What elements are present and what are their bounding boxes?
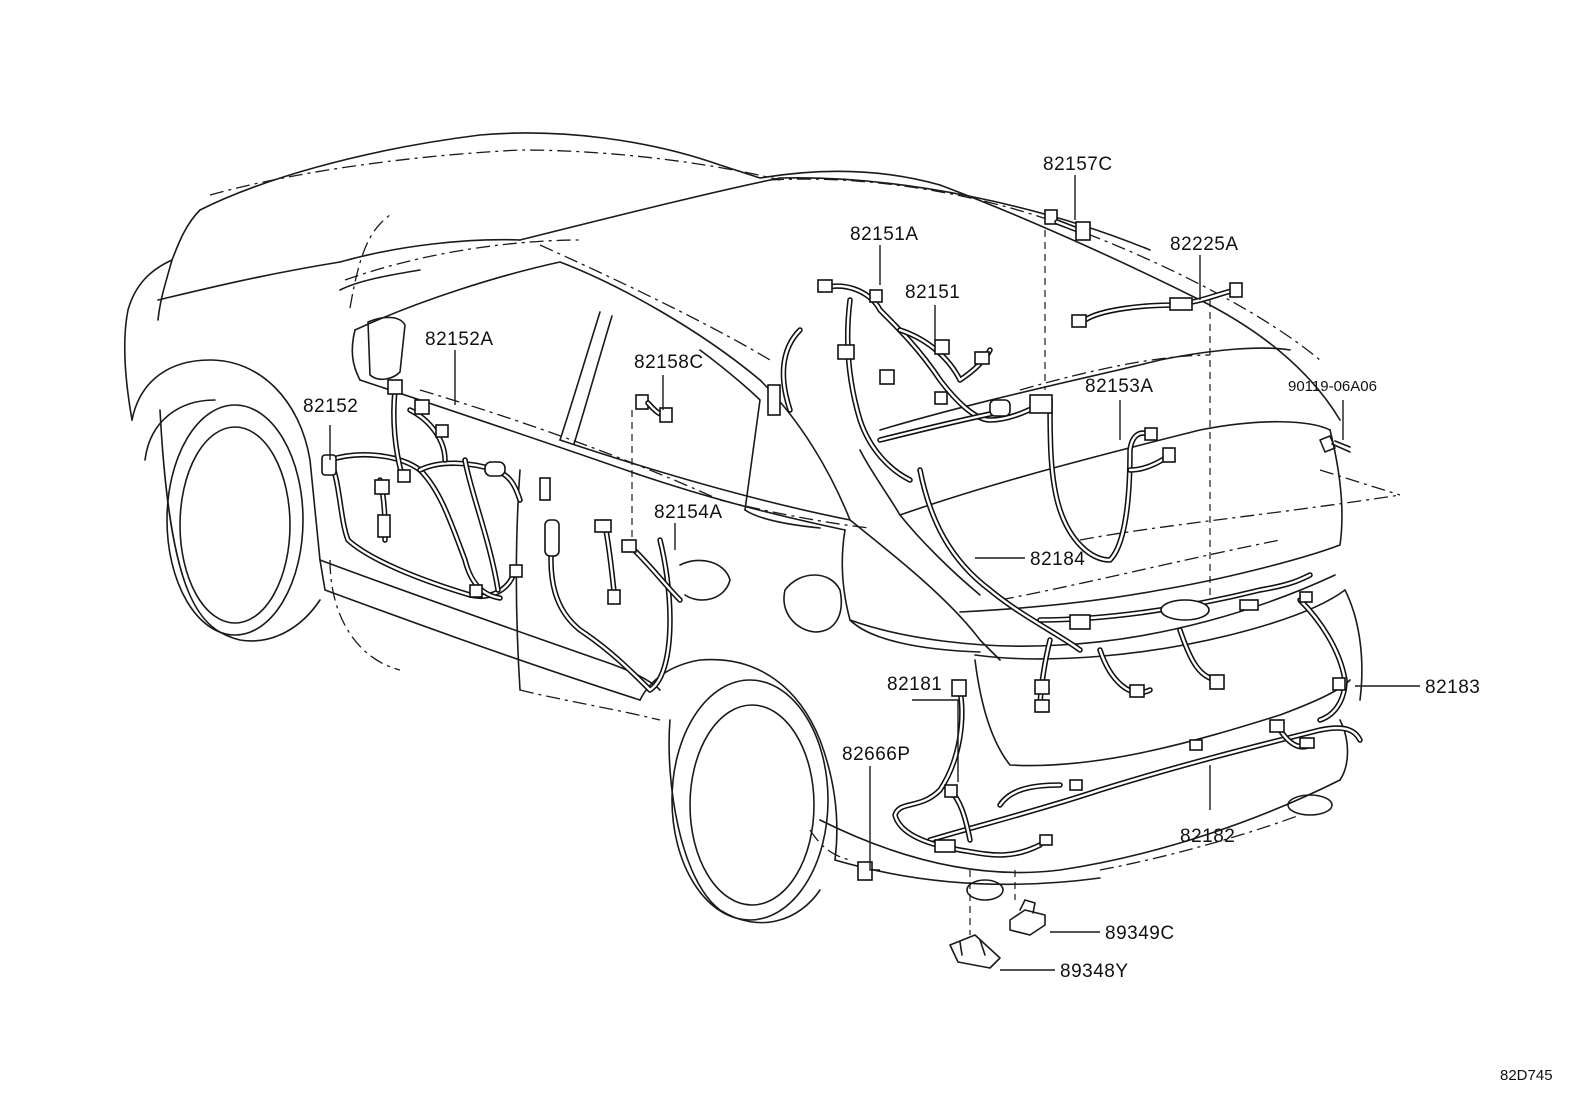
label-82182[interactable]: 82182 <box>1180 826 1235 847</box>
part-82158C-connector <box>635 394 673 423</box>
label-82157C[interactable]: 82157C <box>1043 154 1113 175</box>
label-82181[interactable]: 82181 <box>887 674 942 695</box>
part-82666P-clip <box>857 861 873 881</box>
label-90119-06A06[interactable]: 90119-06A06 <box>1288 378 1377 395</box>
harness-82182 <box>927 719 1363 843</box>
label-82151[interactable]: 82151 <box>905 282 960 303</box>
label-82666P[interactable]: 82666P <box>842 744 911 765</box>
harness-82154A <box>544 519 731 693</box>
harness-82184 <box>917 467 1313 713</box>
label-82158C[interactable]: 82158C <box>634 352 704 373</box>
label-82152A[interactable]: 82152A <box>425 329 494 350</box>
part-89349C-bracket <box>1009 899 1046 936</box>
label-82152[interactable]: 82152 <box>303 396 358 417</box>
label-82225A[interactable]: 82225A <box>1170 234 1239 255</box>
label-82151A[interactable]: 82151A <box>850 224 919 245</box>
vehicle-body <box>123 132 1363 924</box>
harness-routes <box>209 149 1401 935</box>
label-82154A[interactable]: 82154A <box>654 502 723 523</box>
label-82184[interactable]: 82184 <box>1030 549 1085 570</box>
callout-labels: 82157C 82151A 82225A 82151 82152A 82152 … <box>303 154 1553 1084</box>
harness-82181 <box>892 679 1053 858</box>
drawing-code: 82D745 <box>1500 1067 1553 1084</box>
part-89348Y-bracket <box>949 934 1001 969</box>
harness-82152 <box>321 379 551 601</box>
part-82157C-connector <box>1044 209 1091 241</box>
harness-82151 <box>767 279 1053 483</box>
label-89349C[interactable]: 89349C <box>1105 923 1175 944</box>
harness-82183 <box>1297 591 1348 723</box>
leader-lines <box>329 175 1420 971</box>
part-90119-bolt <box>1319 435 1351 453</box>
part-82225A-wire <box>1071 282 1243 328</box>
label-82183[interactable]: 82183 <box>1425 677 1480 698</box>
harness-82153A <box>1029 394 1176 563</box>
label-82153A[interactable]: 82153A <box>1085 376 1154 397</box>
label-89348Y[interactable]: 89348Y <box>1060 961 1129 982</box>
